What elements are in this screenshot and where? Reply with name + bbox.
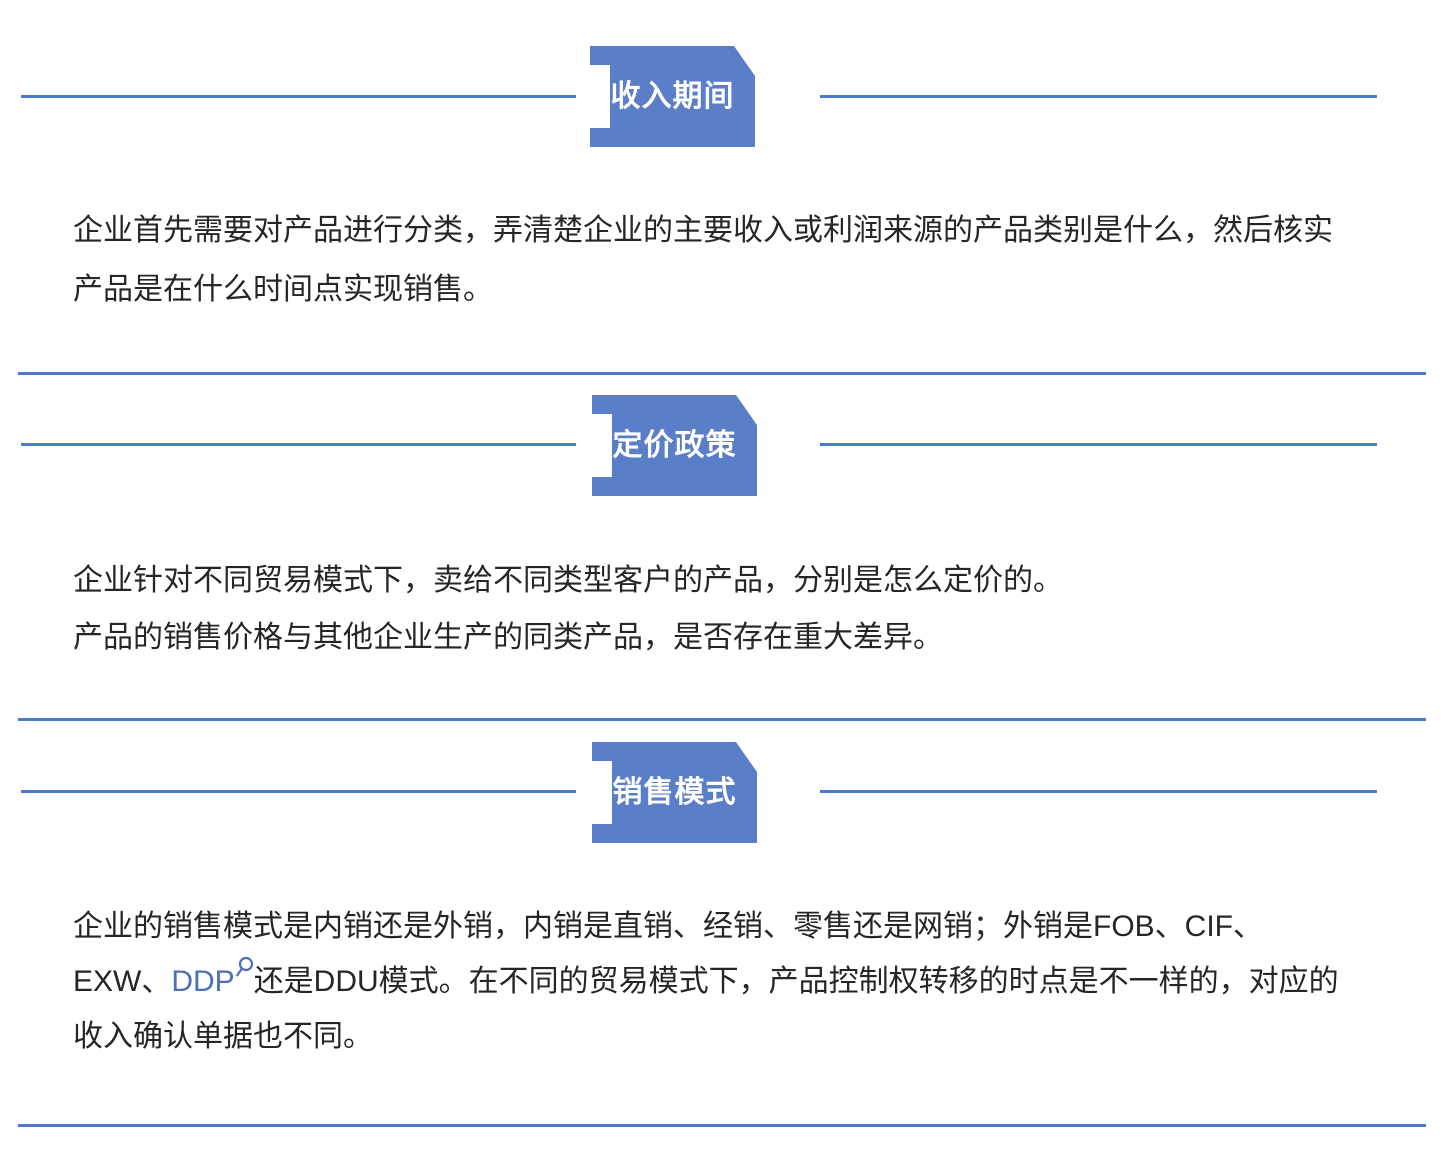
divider-line	[18, 718, 1426, 721]
paragraph-text: 还是DDU模式。在不同的贸易模式下，产品控制权转移的时点是不一样的，对应的	[253, 965, 1339, 998]
paragraph-text: EXW、	[73, 965, 172, 998]
header-rule-right	[820, 790, 1377, 793]
header-rule-left	[21, 790, 576, 793]
section-badge-revenue-period: 收入期间	[590, 46, 755, 147]
paragraph-line: 收入确认单据也不同。	[73, 1020, 373, 1053]
header-rule-right	[820, 443, 1377, 446]
paragraph-line: EXW、DDP 还是DDU模式。在不同的贸易模式下，产品控制权转移的时点是不一样的…	[73, 954, 1373, 1009]
paragraph-line: 企业首先需要对产品进行分类，弄清楚企业的主要收入或利润来源的产品类别是什么，然后…	[73, 214, 1333, 247]
divider-line	[18, 1124, 1426, 1127]
paragraph-pricing-policy: 企业针对不同贸易模式下，卖给不同类型客户的产品，分别是怎么定价的。 产品的销售价…	[73, 552, 1373, 666]
paragraph-line: 企业针对不同贸易模式下，卖给不同类型客户的产品，分别是怎么定价的。	[73, 564, 1063, 597]
paragraph-line: 产品的销售价格与其他企业生产的同类产品，是否存在重大差异。	[73, 621, 943, 654]
header-rule-left	[21, 443, 576, 446]
magnifier-icon[interactable]	[235, 956, 254, 977]
header-rule-right	[820, 95, 1377, 98]
header-rule-left	[21, 95, 576, 98]
ddp-link[interactable]: DDP	[171, 956, 253, 998]
ddp-link-label[interactable]: DDP	[171, 965, 235, 998]
section-badge-pricing-policy: 定价政策	[592, 395, 757, 496]
paragraph-revenue-period: 企业首先需要对产品进行分类，弄清楚企业的主要收入或利润来源的产品类别是什么，然后…	[73, 201, 1373, 319]
paragraph-line: 企业的销售模式是内销还是外销，内销是直销、经销、零售还是网销；外销是FOB、CI…	[73, 910, 1263, 943]
paragraph-line: 产品是在什么时间点实现销售。	[73, 273, 493, 306]
divider-line	[18, 372, 1426, 375]
section-badge-sales-model: 销售模式	[592, 742, 757, 843]
paragraph-sales-model: 企业的销售模式是内销还是外销，内销是直销、经销、零售还是网销；外销是FOB、CI…	[73, 899, 1373, 1064]
